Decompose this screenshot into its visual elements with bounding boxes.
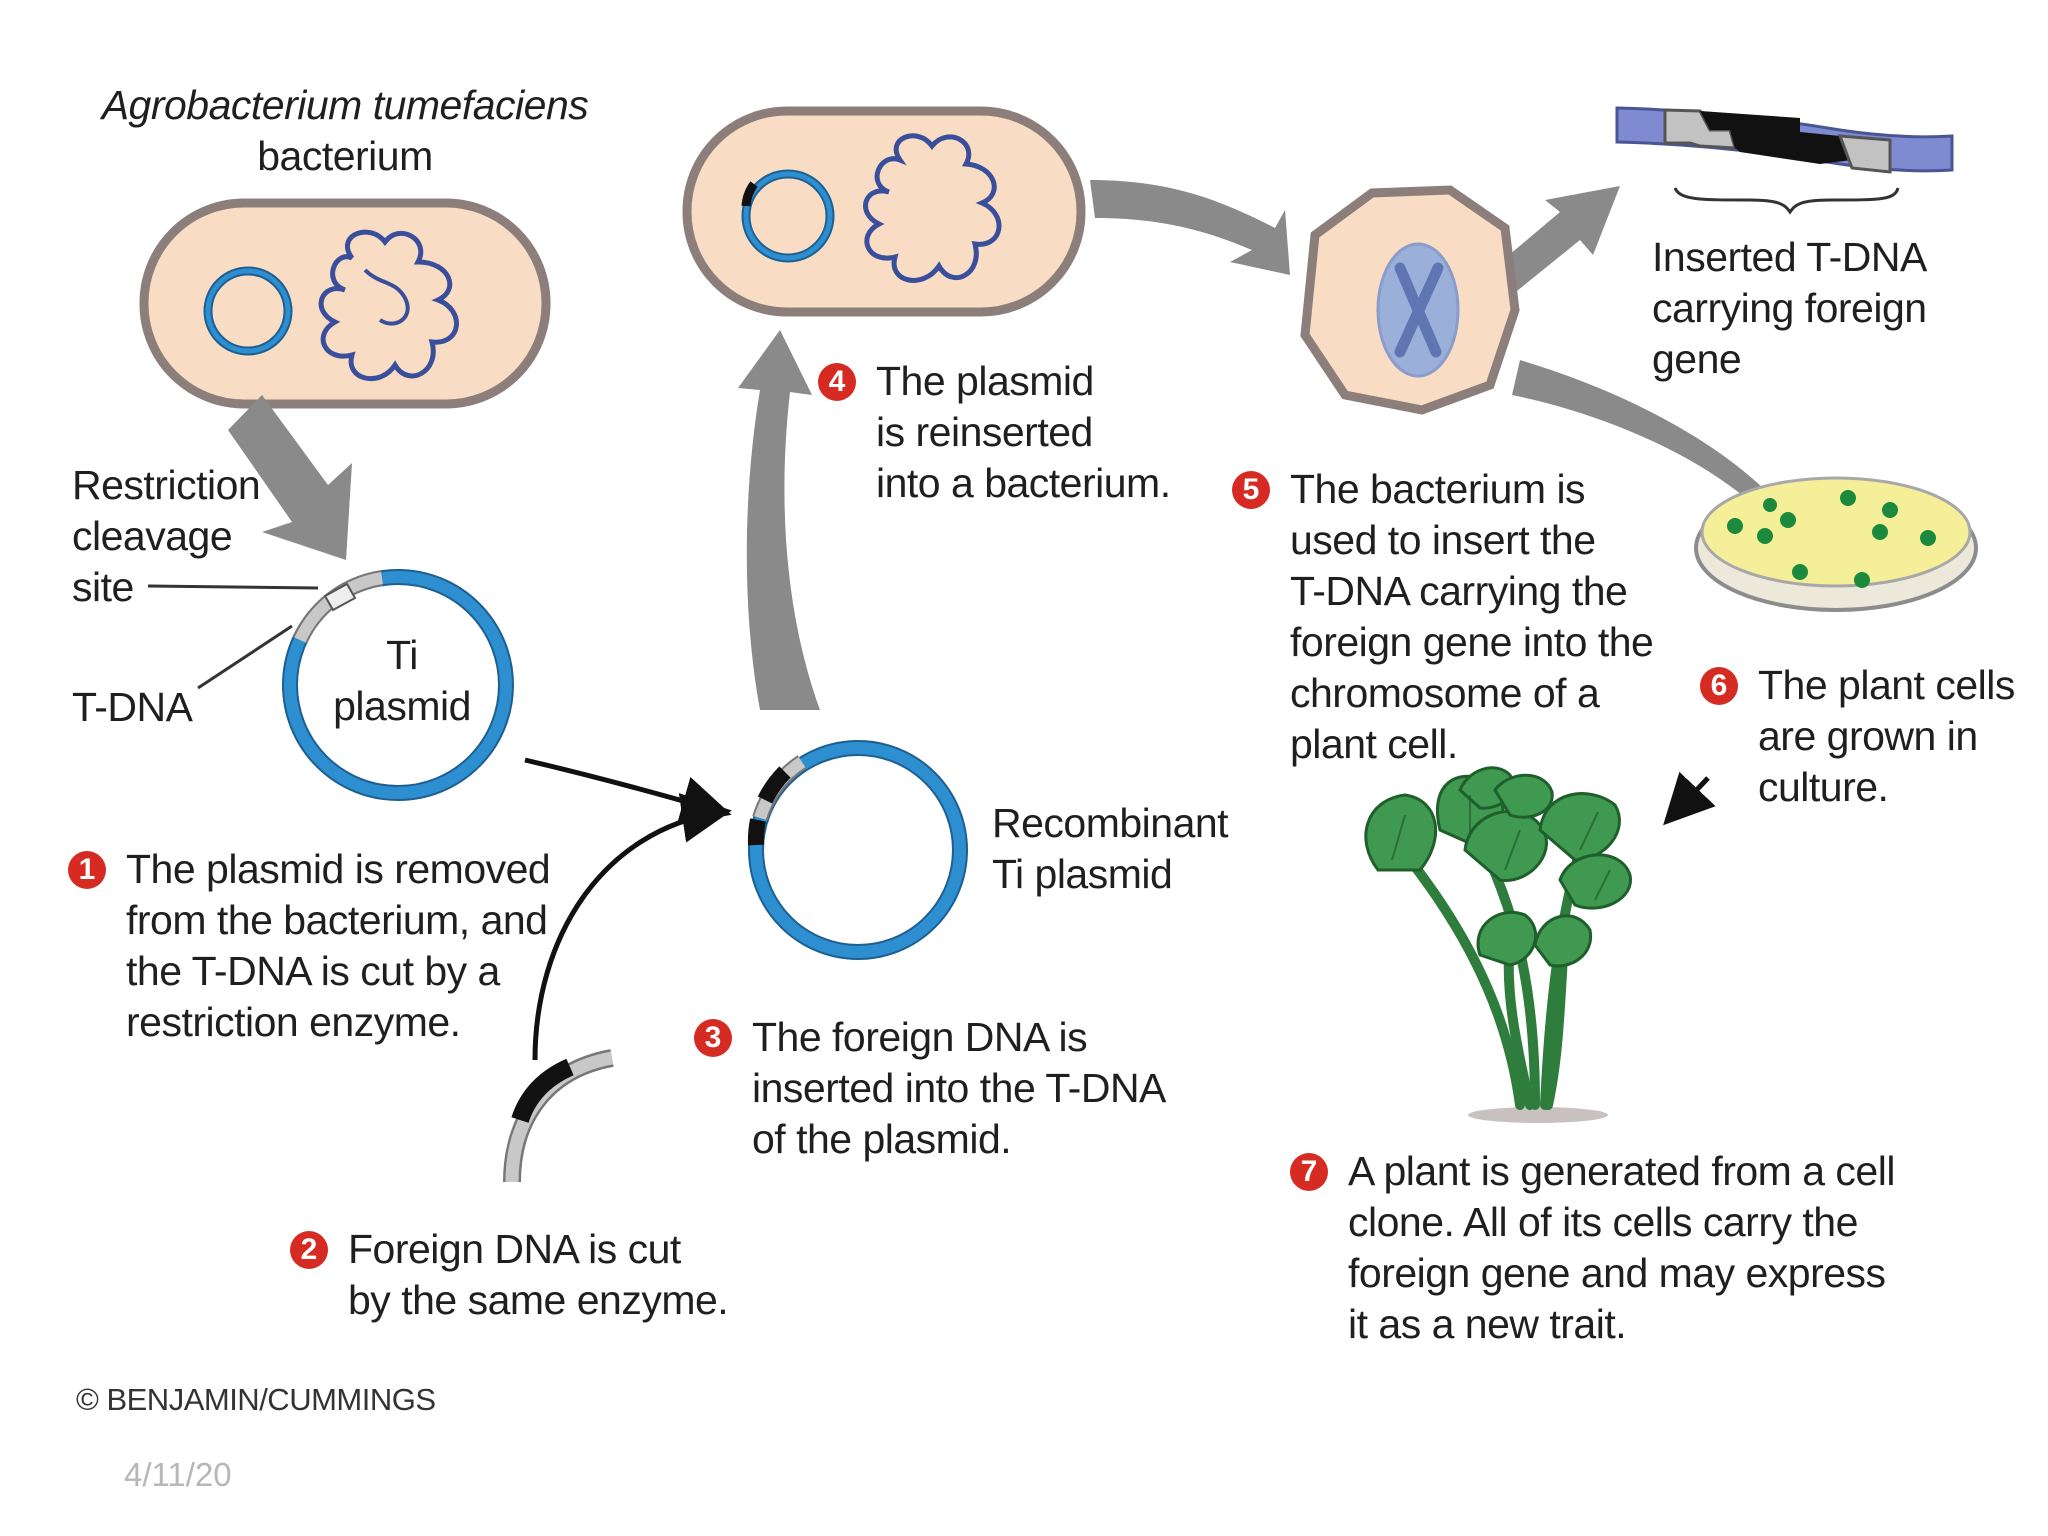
step-7-line: A plant is generated from a cell (1348, 1148, 1895, 1194)
step-6-line: The plant cells (1758, 662, 2015, 708)
step-3-line: of the plasmid. (752, 1116, 1012, 1162)
inserted-line-3: gene (1652, 336, 1742, 382)
recombinant-line-1: Recombinant (992, 800, 1229, 846)
step-5-line: T-DNA carrying the (1290, 568, 1628, 614)
inserted-tdna-strip (1615, 106, 1954, 215)
step-1-line: the T-DNA is cut by a (126, 948, 500, 994)
plant-cell (1300, 185, 1520, 415)
ti-plasmid (147, 569, 514, 801)
step-4-badge: 4 (818, 363, 856, 401)
step-7-text: A plant is generated from a cell clone. … (1348, 1146, 1895, 1350)
ti-plasmid-line-1: Ti (386, 632, 418, 678)
step-4-line: into a bacterium. (876, 460, 1171, 506)
step-5-text: The bacterium is used to insert the T-DN… (1290, 464, 1654, 770)
step-6-line: culture. (1758, 764, 1889, 810)
step-6-text: The plant cells are grown in culture. (1758, 660, 2015, 813)
footer-date: 4/11/20 (124, 1456, 232, 1493)
step-1-line: restriction enzyme. (126, 999, 461, 1045)
plant (1364, 766, 1632, 1123)
bacterium-recombinant (682, 106, 1086, 317)
bacterium-original (139, 198, 551, 409)
step-5-badge: 5 (1232, 471, 1270, 509)
step-1-badge: 1 (68, 851, 106, 889)
step-2-line: by the same enzyme. (348, 1277, 729, 1323)
foreign-dna-fragment (503, 1049, 614, 1183)
step-7-line: it as a new trait. (1348, 1301, 1627, 1347)
step-5-line: chromosome of a (1290, 670, 1600, 716)
inserted-tdna-label: Inserted T-DNA carrying foreign gene (1652, 232, 1927, 385)
step-5-line: foreign gene into the (1290, 619, 1654, 665)
step-1-line: The plasmid is removed (126, 846, 551, 892)
bacterium-word: bacterium (257, 133, 433, 179)
step-6-line: are grown in (1758, 713, 1978, 759)
restriction-line-2: cleavage (72, 513, 233, 559)
t-dna-label: T-DNA (72, 684, 193, 730)
step-1-text: The plasmid is removed from the bacteriu… (126, 844, 551, 1048)
petri-dish (1694, 476, 1978, 612)
step-6-badge: 6 (1700, 667, 1738, 705)
arrow-plasmid-to-bacterium (738, 330, 820, 710)
step-4-line: The plasmid (876, 358, 1094, 404)
step-2-text: Foreign DNA is cut by the same enzyme. (348, 1224, 729, 1326)
ti-plasmid-line-2: plasmid (333, 683, 471, 729)
step-7-line: clone. All of its cells carry the (1348, 1199, 1858, 1245)
black-arrows (524, 757, 1716, 1061)
inserted-line-1: Inserted T-DNA (1652, 234, 1927, 280)
step-4-text: The plasmid is reinserted into a bacteri… (876, 356, 1171, 509)
step-2-badge: 2 (290, 1231, 328, 1269)
step-3-text: The foreign DNA is inserted into the T-D… (752, 1012, 1166, 1165)
ti-plasmid-label: Ti plasmid (322, 630, 482, 732)
bacterium-species-label: Agrobacterium tumefaciens bacterium (100, 80, 590, 182)
step-3-badge: 3 (694, 1019, 732, 1057)
recombinant-plasmid (747, 740, 968, 960)
step-3-line: inserted into the T-DNA (752, 1065, 1166, 1111)
step-7-line: foreign gene and may express (1348, 1250, 1886, 1296)
recombinant-line-2: Ti plasmid (992, 851, 1173, 897)
recombinant-plasmid-label: Recombinant Ti plasmid (992, 798, 1229, 900)
inserted-line-2: carrying foreign (1652, 285, 1927, 331)
step-4-line: is reinserted (876, 409, 1093, 455)
arrow-plantcell-to-culture (1512, 360, 1800, 545)
restriction-line-1: Restriction (72, 462, 261, 508)
step-7-badge: 7 (1290, 1153, 1328, 1191)
step-5-line: used to insert the (1290, 517, 1596, 563)
step-5-line: plant cell. (1290, 721, 1458, 767)
arrow-bacterium-to-plantcell (1090, 180, 1290, 275)
step-2-line: Foreign DNA is cut (348, 1226, 681, 1272)
bacterium-name: Agrobacterium tumefaciens (101, 82, 589, 128)
restriction-site-label: Restriction cleavage site (72, 460, 261, 613)
arrow-bacterium-to-plasmid (228, 395, 352, 560)
restriction-line-3: site (72, 564, 134, 610)
step-5-line: The bacterium is (1290, 466, 1586, 512)
step-1-line: from the bacterium, and (126, 897, 548, 943)
copyright-credit: © BENJAMIN/CUMMINGS (76, 1382, 436, 1417)
step-3-line: The foreign DNA is (752, 1014, 1088, 1060)
